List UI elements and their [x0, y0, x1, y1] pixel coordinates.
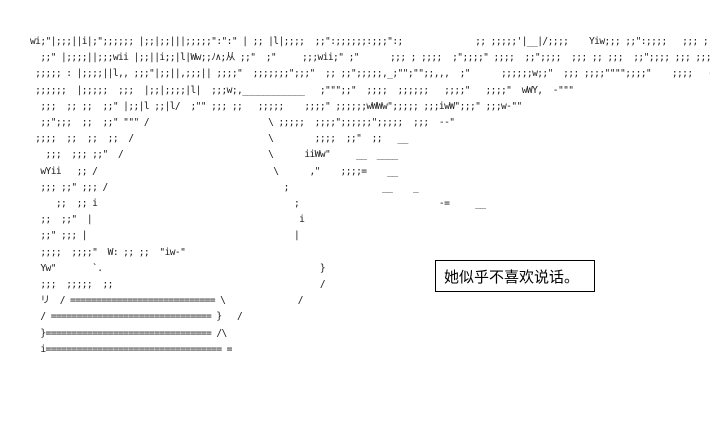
caption-text: 她似乎不喜欢说话。 [444, 267, 580, 286]
speech-caption-box: 她似乎不喜欢说话。 [435, 260, 595, 292]
ascii-art-illustration: wi;"|;;;||i|;";;;;;; |;;|;;|||;;;;;":":"… [30, 36, 710, 355]
